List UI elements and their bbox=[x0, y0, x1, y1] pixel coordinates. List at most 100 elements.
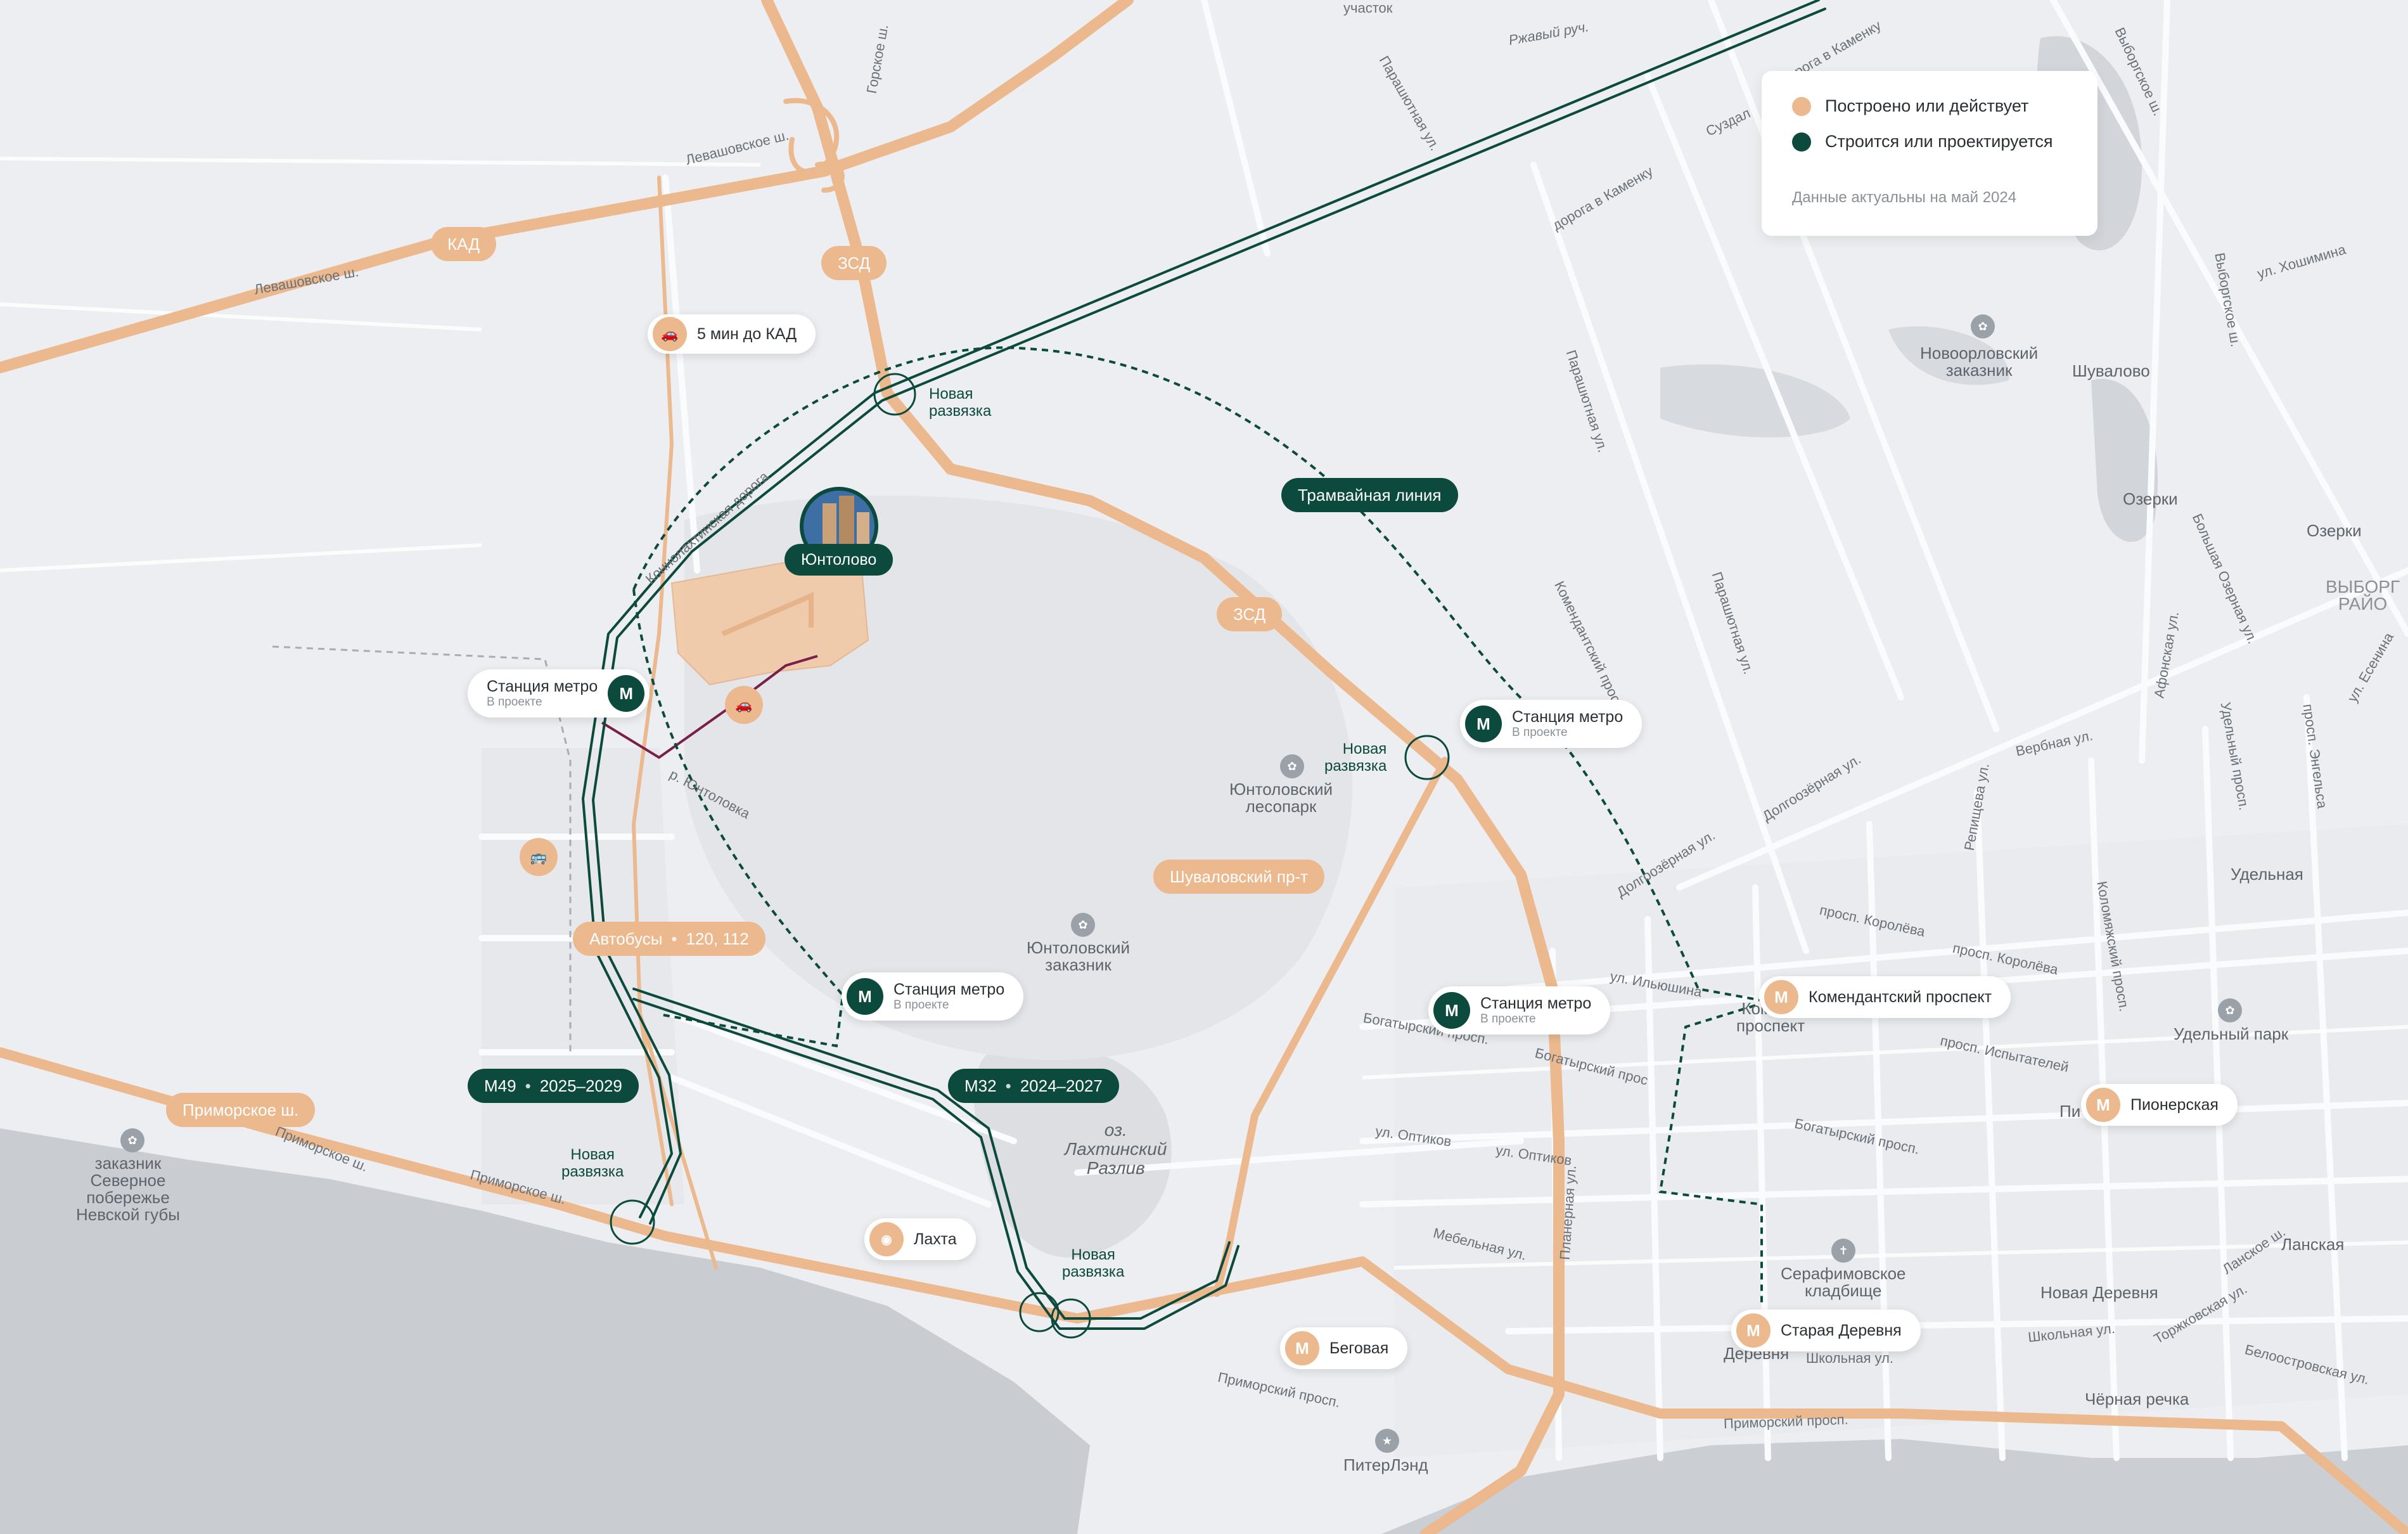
industrial-lakhta bbox=[482, 748, 684, 1204]
place-yuntolovsky-lesopark: Юнтоловский лесопарк bbox=[1229, 780, 1333, 816]
park-icon: ✿ bbox=[120, 1128, 144, 1152]
tag-m49: М49•2025–2029 bbox=[468, 1069, 639, 1103]
m49-years: 2025–2029 bbox=[539, 1076, 622, 1095]
bus-stop-icon: 🚌 bbox=[520, 838, 558, 876]
metro-icon: М bbox=[1764, 980, 1798, 1014]
tag-project[interactable]: Юнтолово bbox=[785, 544, 893, 576]
car-icon: 🚗 bbox=[725, 686, 763, 724]
tag-primorskoe: Приморское ш. bbox=[166, 1093, 316, 1127]
interchange-ring-n bbox=[873, 373, 916, 416]
metro-icon: М bbox=[1736, 1313, 1771, 1348]
station-name: Комендантский проспект bbox=[1809, 988, 1992, 1006]
metro-icon: М bbox=[1465, 706, 1502, 742]
park-icon: ✿ bbox=[1971, 314, 1995, 338]
kad-time-label: 5 мин до КАД bbox=[697, 325, 797, 343]
place-ozerki-metro: Озерки bbox=[2307, 521, 2362, 540]
metro-station-chip-west[interactable]: Станция метро В проекте М bbox=[468, 669, 650, 718]
legend-note: Данные актуальны на май 2024 bbox=[1792, 189, 2017, 206]
metro-pionerskaya[interactable]: М Пионерская bbox=[2081, 1084, 2238, 1126]
metro-station-status: В проекте bbox=[893, 998, 949, 1012]
station-name: Старая Деревня bbox=[1781, 1322, 1902, 1339]
map-legend: Построено или действует Строится или про… bbox=[1762, 71, 2097, 236]
metro-station-chip-center[interactable]: М Станция метро В проекте bbox=[842, 972, 1024, 1021]
legend-row-planned: Строится или проектируется bbox=[1792, 132, 2053, 151]
street-label: Школьная ул. bbox=[1806, 1350, 1893, 1366]
metro-station-status: В проекте bbox=[1480, 1012, 1536, 1026]
place-name: Лахта bbox=[914, 1230, 957, 1248]
place-novoorlovsky: Новоорловский заказник bbox=[1920, 344, 2039, 380]
street-label: участок bbox=[1343, 0, 1393, 16]
legend-swatch-built bbox=[1792, 96, 1811, 116]
place-chernaya-rechka: Чёрная речка bbox=[2085, 1389, 2189, 1408]
tag-m32: М32•2024–2027 bbox=[948, 1069, 1119, 1103]
tag-tram: Трамвайная линия bbox=[1281, 478, 1458, 512]
metro-station-chip-east[interactable]: М Станция метро В проекте bbox=[1460, 700, 1643, 748]
car-icon: 🚗 bbox=[653, 317, 687, 351]
place-serafimovskoe: Серафимовское кладбище bbox=[1781, 1264, 1906, 1300]
lakhta-center-icon: ◉ bbox=[869, 1222, 904, 1256]
interchange-ring-s1 bbox=[1019, 1292, 1060, 1332]
legend-planned-label: Строится или проектируется bbox=[1825, 132, 2053, 151]
metro-m49-a bbox=[582, 0, 1820, 1218]
ozerki-lake2 bbox=[2091, 378, 2158, 542]
gulf-water bbox=[0, 1128, 1090, 1534]
road-zsd bbox=[761, 0, 1565, 1534]
legend-row-built: Построено или действует bbox=[1792, 96, 2028, 116]
metro-m49-b bbox=[592, 8, 1826, 1225]
place-piterlend: ПитерЛэнд bbox=[1343, 1455, 1428, 1474]
metro-station-status: В проекте bbox=[487, 695, 542, 709]
neva-water bbox=[1381, 1439, 2408, 1534]
metro-station-chip-south[interactable]: М Станция метро В проекте bbox=[1428, 986, 1611, 1034]
marsh-gray bbox=[1660, 364, 1850, 437]
metro-station-label: Станция метро bbox=[1480, 995, 1592, 1012]
kad-time-chip[interactable]: 🚗 5 мин до КАД bbox=[648, 314, 816, 354]
metro-icon: М bbox=[1433, 992, 1470, 1029]
place-ozerki: Озерки bbox=[2123, 489, 2178, 508]
buses-name: Автобусы bbox=[589, 929, 663, 948]
metro-icon: М bbox=[1285, 1331, 1319, 1365]
place-lakhta-chip[interactable]: ◉ Лахта bbox=[864, 1218, 976, 1260]
place-pio: Пи bbox=[2059, 1102, 2081, 1121]
tag-zsd-top: ЗСД bbox=[821, 246, 887, 280]
tag-shuvalovsky: Шуваловский пр-т bbox=[1153, 860, 1325, 894]
road-shuvalovsky bbox=[1213, 757, 1449, 1297]
station-name: Беговая bbox=[1329, 1339, 1389, 1357]
interchange-ring-e bbox=[1404, 735, 1450, 780]
interchange-ring-sw bbox=[610, 1199, 655, 1245]
metro-icon: М bbox=[847, 978, 883, 1015]
metro-komendantsky[interactable]: М Комендантский проспект bbox=[1759, 976, 2011, 1018]
metro-staraya-derevnya[interactable]: М Старая Деревня bbox=[1731, 1310, 1921, 1351]
metro-begovaya[interactable]: М Беговая bbox=[1280, 1327, 1408, 1369]
tag-zsd-mid: ЗСД bbox=[1217, 597, 1283, 631]
m32-years: 2024–2027 bbox=[1020, 1076, 1103, 1095]
place-shuvalovo: Шувалово bbox=[2072, 361, 2150, 380]
place-lanskaya: Ланская bbox=[2281, 1235, 2345, 1254]
metro-station-status: В проекте bbox=[1512, 726, 1568, 739]
place-novaya-derevnya: Новая Деревня bbox=[2040, 1283, 2158, 1302]
place-udelnaya: Удельная bbox=[2231, 865, 2303, 884]
legend-swatch-planned bbox=[1792, 132, 1811, 151]
metro-icon: М bbox=[608, 675, 645, 712]
buses-routes: 120, 112 bbox=[686, 929, 749, 948]
tag-kad: КАД bbox=[431, 227, 496, 261]
park-icon: ✿ bbox=[2218, 998, 2242, 1022]
place-zakaznik-sev: заказник Северное побережье Невской губы bbox=[76, 1154, 180, 1224]
m49-name: М49 bbox=[484, 1076, 516, 1095]
place-yuntolovsky-zakaznik: Юнтоловский заказник bbox=[1027, 938, 1130, 974]
metro-station-label: Станция метро bbox=[487, 678, 598, 695]
m32-name: М32 bbox=[964, 1076, 997, 1095]
metro-m32-a bbox=[632, 988, 1231, 1320]
attraction-icon: ★ bbox=[1375, 1429, 1399, 1453]
park-icon: ✿ bbox=[1071, 913, 1095, 937]
legend-built-label: Построено или действует bbox=[1825, 96, 2029, 115]
road-primorskoe bbox=[0, 1047, 2408, 1534]
park-icon: ✿ bbox=[1280, 754, 1304, 778]
place-vyborgsky: ВЫБОРГ РАЙО bbox=[2326, 577, 2400, 614]
metro-station-label: Станция метро bbox=[893, 981, 1005, 998]
road-konnolakhta bbox=[632, 176, 674, 1206]
